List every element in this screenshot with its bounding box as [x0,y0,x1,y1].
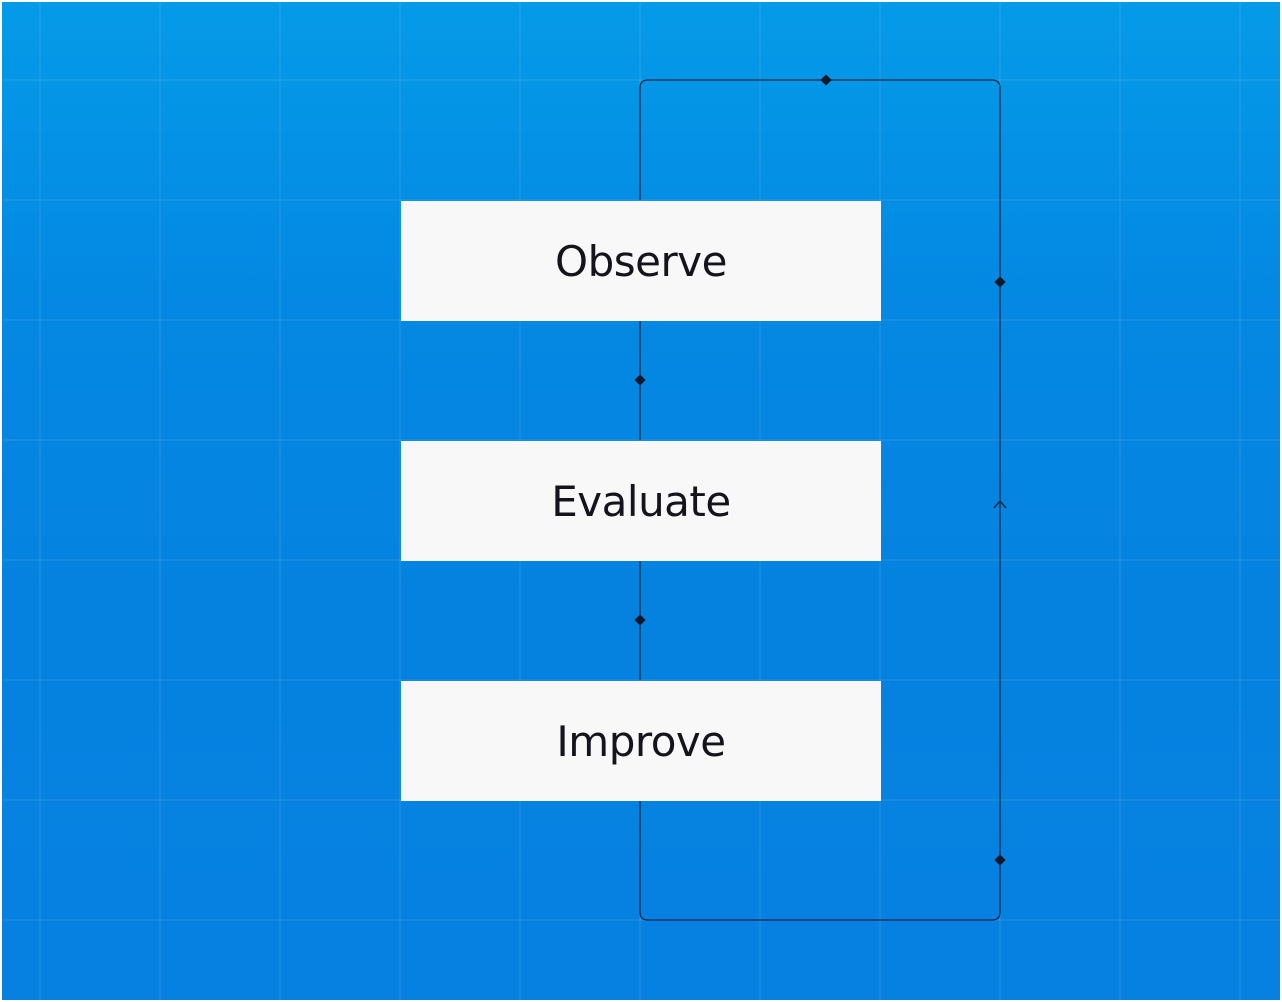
loop-arrow-icon [993,499,1007,509]
step-box-evaluate: Evaluate [401,441,881,561]
connector-node-observe-evaluate [634,374,646,386]
connector-node-evaluate-improve [634,614,646,626]
step-label-observe: Observe [555,236,727,286]
step-label-improve: Improve [556,716,726,766]
step-label-evaluate: Evaluate [551,476,731,526]
step-box-improve: Improve [401,681,881,801]
connector-node-right-upper [994,276,1006,288]
connector-node-right-lower [994,854,1006,866]
step-box-observe: Observe [401,201,881,321]
connector-node-top [820,74,832,86]
